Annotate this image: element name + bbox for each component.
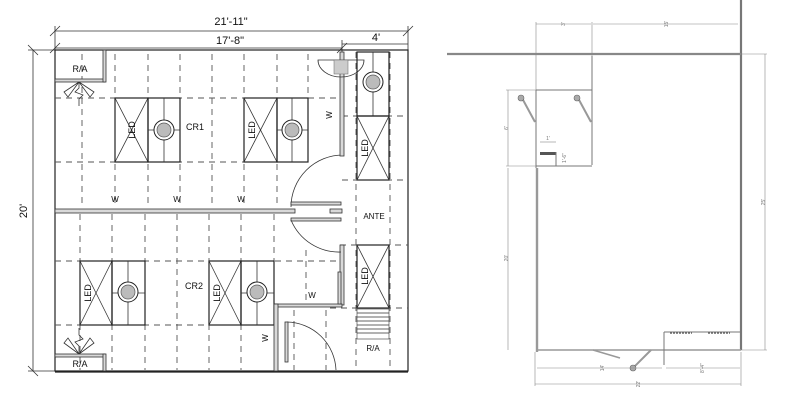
- cleanroom-floor-plan: 21'-11" 17'-8" 4' 20': [18, 16, 414, 377]
- cr2-right-partition: W W: [261, 291, 343, 372]
- led-label: LED: [247, 121, 257, 139]
- door-cr2-exit: [284, 321, 337, 371]
- wall-marker: W: [173, 195, 181, 204]
- cr1-led-fixture-1: LED: [114, 97, 149, 163]
- cr2-led-fixture-2: LED: [208, 260, 242, 326]
- wall-marker: W: [261, 334, 270, 342]
- dim-small-detail-w: 1': [546, 136, 550, 142]
- dimension-right: 25': [741, 53, 767, 351]
- dimension-overall-height: 20': [18, 44, 55, 377]
- dim-top-left: 3': [561, 22, 567, 26]
- wall-marker: W: [308, 291, 316, 300]
- overall-height-label: 20': [18, 204, 30, 218]
- room-label-ante: ANTE: [363, 212, 384, 221]
- ante-led-fixture-1: LED: [356, 115, 390, 181]
- ante-width-label: 4': [372, 32, 380, 44]
- dim-left-upper: 6': [504, 126, 510, 130]
- main-room: [535, 168, 741, 372]
- dimension-main-width: 17'-8": [49, 35, 348, 54]
- return-air-bottom-left: R/A: [54, 328, 107, 372]
- ra-label-bottom-left: R/A: [72, 359, 87, 369]
- cr2-fan-filter-unit-1: [111, 260, 146, 326]
- door-cr1-ante: [290, 154, 344, 222]
- cr2-led-fixture-1: LED: [79, 260, 113, 326]
- wall-marker: W: [237, 195, 245, 204]
- dim-bottom-left: 14': [600, 365, 606, 372]
- site-layout-plan: 3' 15' 1' 1'-6" 6' 20': [440, 0, 800, 405]
- cr1-fan-filter-unit-2: [276, 97, 309, 163]
- dim-right-height: 25': [761, 199, 767, 206]
- led-label: LED: [360, 139, 370, 157]
- dim-small-detail-h: 1'-6": [562, 153, 568, 163]
- dim-bottom-right: 8'-4": [700, 363, 706, 373]
- dim-top-right: 15': [664, 21, 670, 28]
- return-air-ante: R/A: [356, 308, 390, 353]
- dimension-ante-width: 4': [341, 32, 408, 52]
- room-label-cr1: CR1: [186, 122, 204, 132]
- room-label-cr2: CR2: [185, 281, 203, 291]
- dimension-top: 3' 15': [535, 21, 738, 120]
- ra-label-top-left: R/A: [72, 64, 87, 74]
- main-width-label: 17'-8": [216, 35, 244, 47]
- wall-marker: W: [325, 111, 334, 119]
- dim-left-lower: 20': [504, 255, 510, 262]
- door-cr2-ante: [290, 219, 342, 305]
- ante-fan-filter-unit: [356, 51, 390, 117]
- return-air-top-left: R/A: [54, 49, 107, 106]
- wall-marker: W: [111, 195, 119, 204]
- upper-room: 1' 1'-6": [517, 56, 593, 168]
- dimension-left: 6' 20': [504, 89, 536, 350]
- sink: [317, 59, 365, 78]
- led-label: LED: [360, 267, 370, 285]
- ra-label-ante: R/A: [366, 344, 380, 353]
- led-label: LED: [212, 284, 222, 302]
- dim-bottom-overall: 22': [636, 381, 642, 388]
- site-layout-drawing: 3' 15' 1' 1'-6" 6' 20': [447, 0, 767, 388]
- cr1-fan-filter-unit-1: [147, 97, 181, 163]
- cr2-fan-filter-unit-2: [240, 260, 275, 326]
- dimension-overall-width: 21'-11": [49, 16, 414, 52]
- overall-width-label: 21'-11": [214, 16, 247, 28]
- dimension-bottom: 14' 8'-4" 22': [534, 352, 742, 388]
- cr1-led-fixture-2: LED: [243, 97, 278, 163]
- led-label: LED: [83, 284, 93, 302]
- led-label: LED: [127, 121, 137, 139]
- ante-left-wall: W: [325, 51, 345, 306]
- floor-plan-drawing: 21'-11" 17'-8" 4' 20': [18, 16, 414, 377]
- partition-wall-cr1-cr2: [54, 208, 343, 214]
- ante-led-fixture-2: LED: [356, 244, 390, 309]
